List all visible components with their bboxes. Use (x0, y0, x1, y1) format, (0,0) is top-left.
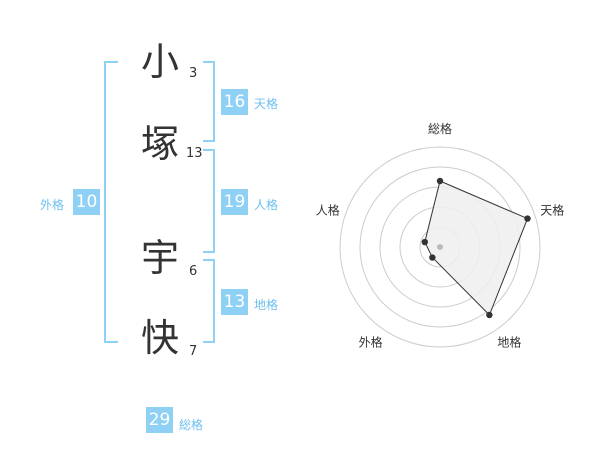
name-char-1: 小 (141, 40, 180, 84)
radar-point (436, 177, 444, 185)
radar-point (429, 254, 436, 261)
radar-point (421, 238, 428, 246)
radar-axis-label: 総格 (428, 121, 452, 136)
radar-axis-label: 地格 (497, 335, 521, 350)
name-char-4-strokes: 7 (189, 344, 198, 359)
radar-center (437, 244, 443, 250)
gaikaku-label: 外格 (40, 198, 65, 212)
radar-area (424, 180, 529, 316)
radar-ring (339, 146, 541, 348)
tenkaku-value: 16 (221, 89, 248, 115)
radar-axis-label: 人格 (316, 203, 340, 218)
jinkaku-label: 人格 (254, 198, 279, 212)
name-char-1-strokes: 3 (189, 66, 198, 81)
radar-point (524, 215, 531, 222)
soukaku-label: 総格 (179, 418, 204, 432)
gaikaku-value: 10 (73, 189, 100, 215)
name-char-3-strokes: 6 (189, 264, 198, 279)
soukaku-value: 29 (146, 407, 173, 433)
gaikaku-bracket (104, 61, 118, 343)
tenkaku-label: 天格 (254, 97, 279, 111)
name-char-2: 塚 (141, 122, 180, 166)
name-char-4: 快 (141, 316, 180, 360)
tenkaku-bracket (203, 61, 215, 142)
chikaku-bracket (203, 259, 215, 343)
radar-axis-label: 天格 (540, 203, 564, 218)
radar-point (486, 311, 493, 319)
chikaku-value: 13 (221, 289, 248, 315)
name-char-2-strokes: 13 (186, 146, 203, 161)
radar-axis-label: 外格 (359, 335, 383, 350)
name-char-3: 宇 (141, 236, 180, 280)
jinkaku-value: 19 (221, 189, 248, 215)
jinkaku-bracket (203, 149, 215, 253)
chikaku-label: 地格 (254, 298, 279, 312)
radar-ring (359, 166, 521, 328)
